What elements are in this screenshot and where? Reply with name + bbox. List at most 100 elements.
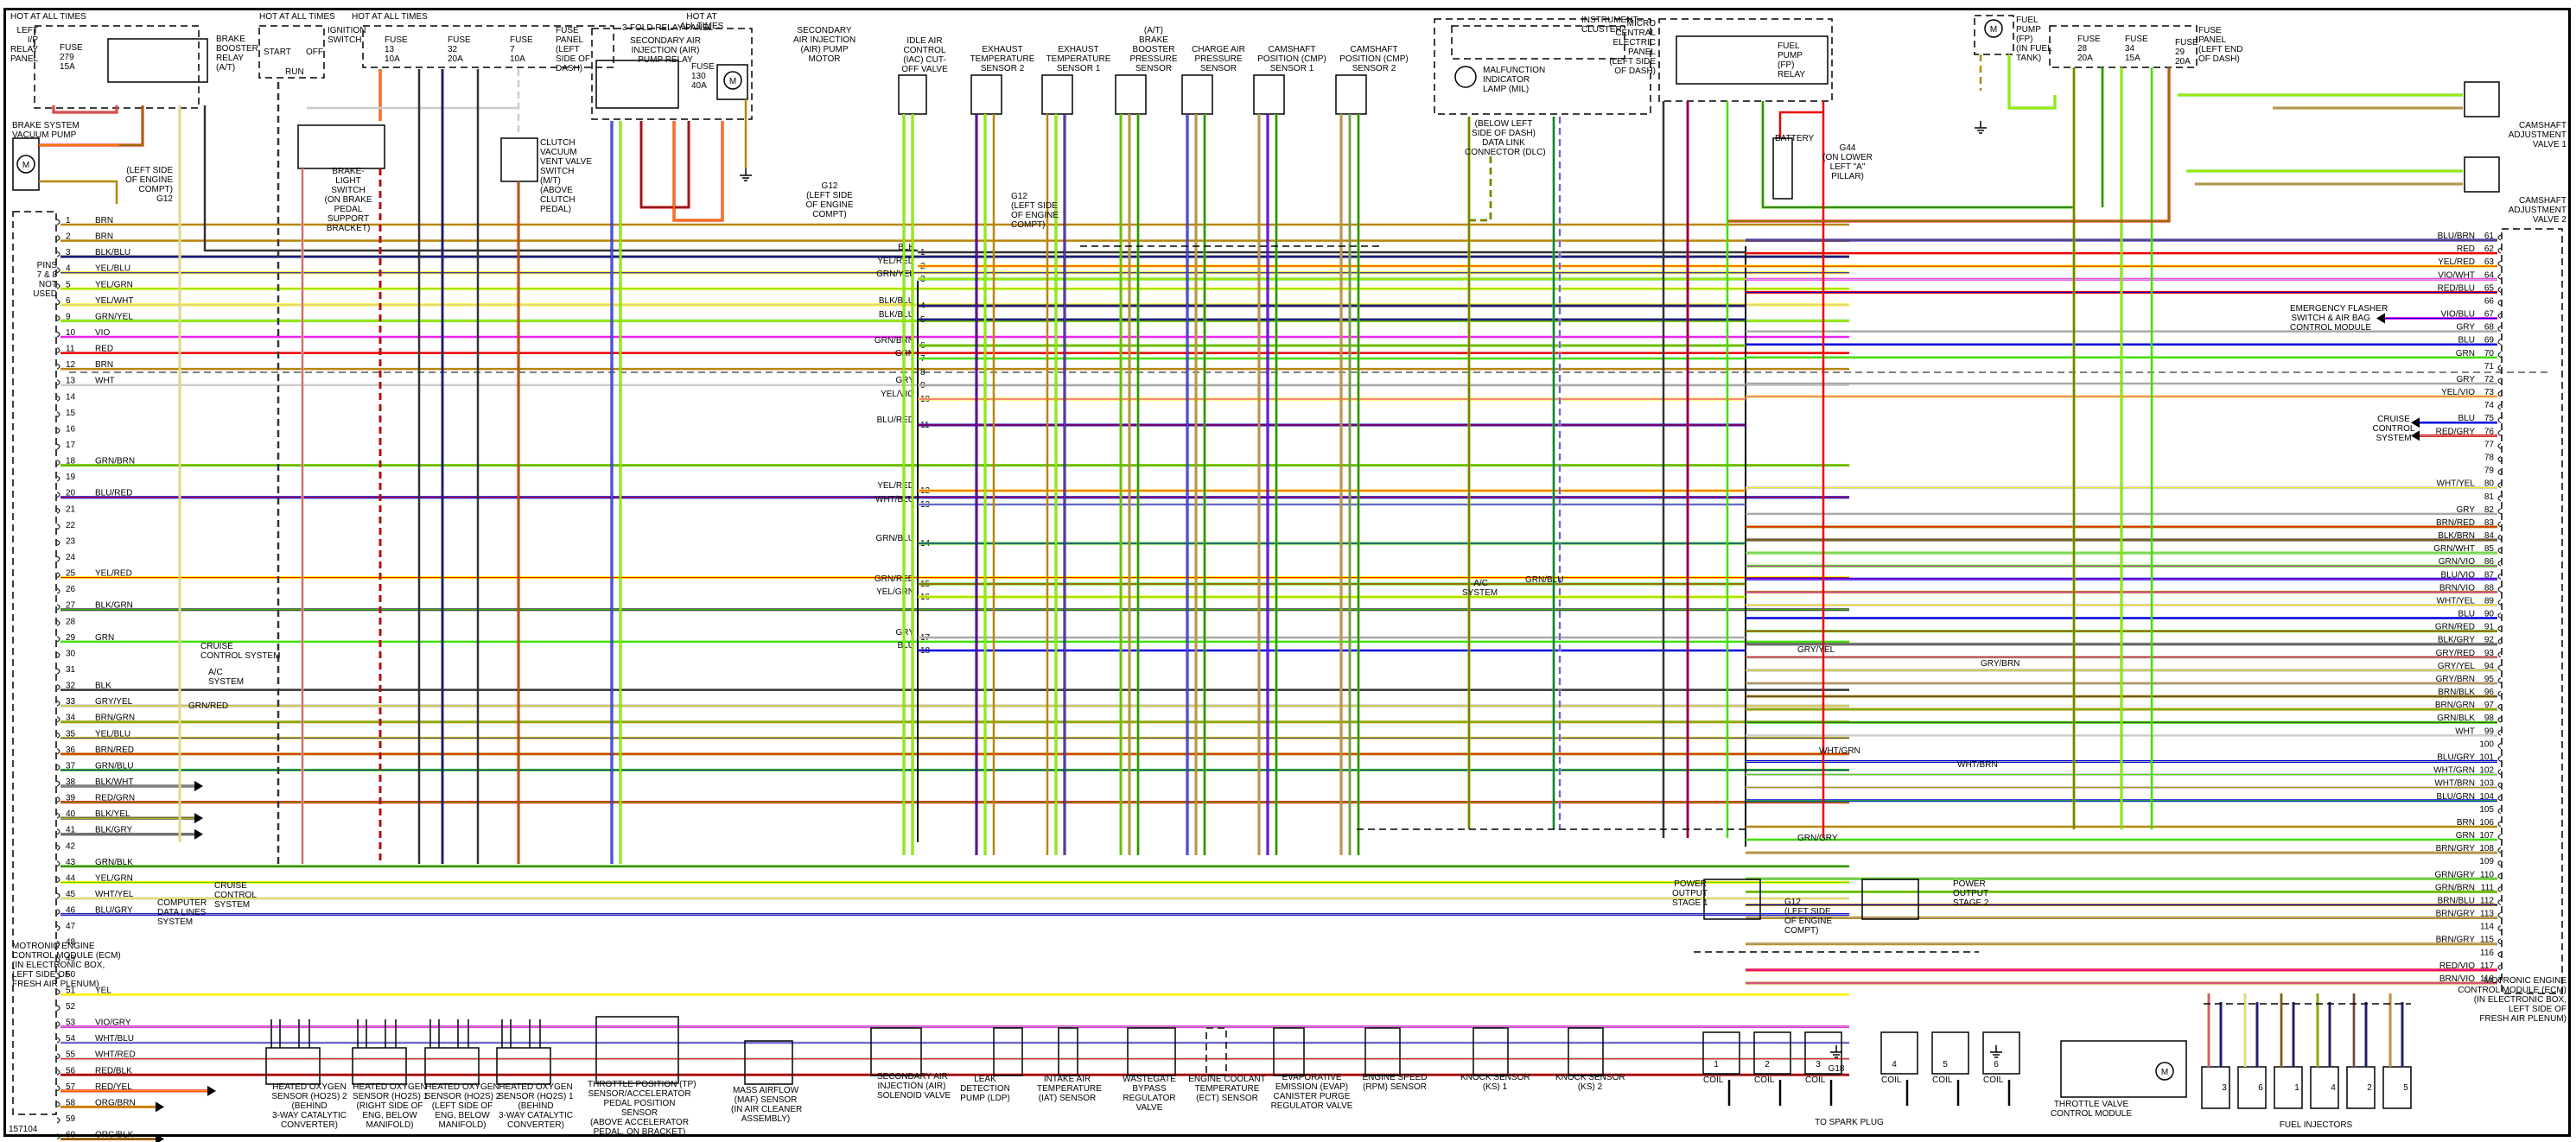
arrow-icon [2376, 313, 2385, 324]
secondary-air-pump-motor-label: SECONDARY AIR INJECTION (AIR) PUMP MOTOR [793, 26, 856, 64]
connector-pin-icon [2497, 377, 2502, 384]
ecm-pin-number: 24 [66, 553, 76, 562]
ecm-pin-number: 5 [66, 280, 71, 289]
ecm-pin-wire-label: RED [95, 345, 113, 354]
connector-pin-icon [56, 555, 60, 562]
ldp-label: LEAK DETECTION PUMP (LDP) [960, 1075, 1010, 1103]
ecm-pin-number: 49 [66, 954, 76, 963]
ecm-pin-number: 41 [66, 826, 76, 835]
ecm-left-housing [12, 211, 57, 1115]
splice-left-wire-label: YEL/RED [877, 481, 914, 491]
injector-number: 3 [2222, 1083, 2227, 1093]
connector-pin-icon [56, 1085, 60, 1092]
connector-pin-icon [56, 1101, 60, 1107]
fuel-pump-motor-icon [1984, 19, 2003, 38]
connector-pin-icon [56, 1117, 60, 1124]
ecm-pin-number: 91 [2484, 623, 2495, 632]
splice-left-wire-label: BLK [898, 243, 914, 252]
ecm-pin-number: 92 [2484, 636, 2495, 645]
ecm-pin-number: 118 [2480, 974, 2494, 984]
fuel-injector-4 [2310, 1066, 2339, 1109]
ecm-pin-number: 101 [2479, 753, 2494, 763]
ecm-pin-number: 20 [66, 489, 76, 498]
ecm-pin-wire-label: BRN/GRY [2436, 936, 2476, 945]
ecm-pin-wire-label: WHT/BLU [95, 1034, 134, 1044]
ecm-pin-number: 111 [2481, 883, 2495, 892]
ignition-off-label: OFF [306, 48, 323, 57]
ecm-pin-wire-label: GRY/BRN [2436, 675, 2475, 684]
ecm-pin-number: 79 [2484, 466, 2495, 476]
ecm-pin-wire-label: ORG/BRN [95, 1098, 136, 1107]
ecm-pin-wire-label: BLU [2458, 610, 2475, 619]
ecm-pin-number: 64 [2484, 270, 2495, 280]
wire-label: WHT/BRN [1957, 760, 1998, 770]
ecm-pin-wire-label: VIO [95, 328, 110, 338]
ecm-pin-number: 27 [66, 601, 76, 611]
brake-vacuum-pump-label: BRAKE SYSTEM VACUUM PUMP [12, 121, 80, 140]
ecm-pin-number: 53 [66, 1018, 76, 1028]
connector-pin-icon [2497, 847, 2502, 853]
splice-left-wire-label: YEL/RED [877, 257, 914, 266]
exhaust-temp-sensor-2 [970, 74, 1002, 115]
ecm-pin-wire-label: WHT [2455, 726, 2475, 736]
brake-light-switch [297, 124, 385, 169]
motor-icon-label: M [1990, 25, 1997, 35]
ect-sensor-label: ENGINE COOLANT TEMPERATURE (ECT) SENSOR [1188, 1075, 1266, 1103]
ecm-pin-number: 38 [66, 777, 76, 787]
splice-left-wire-label: YEL/GRN [876, 587, 914, 597]
wire-label: GRY/BRN [1981, 659, 2020, 669]
connector-pin-icon [56, 1133, 60, 1140]
charge-air-pressure-sensor-label: CHARGE AIR PRESSURE SENSOR [1192, 45, 1245, 73]
connector-pin-icon [2497, 782, 2502, 789]
connector-pin-icon [56, 812, 60, 819]
ecm-pin-wire-label: RED/YEL [95, 1082, 132, 1092]
diagram-id: 157104 [9, 1125, 38, 1134]
wire-grn-yel-fp-tracer [2008, 54, 2056, 109]
ecm-pin-wire-label: WHT/GRN [2433, 766, 2475, 776]
connector-pin-icon [56, 1005, 60, 1012]
cmp-sensor-2-label: CAMSHAFT POSITION (CMP) SENSOR 2 [1339, 45, 1409, 73]
fuse-panel-left-label: FUSE PANEL (LEFT SIDE OF DASH) [556, 26, 591, 73]
ecm-pin-number: 56 [66, 1066, 76, 1075]
ecm-pin-wire-label: BRN [95, 232, 113, 242]
fuel-injector-5 [2382, 1066, 2412, 1109]
ecm-pin-number: 39 [66, 794, 76, 803]
ho2s-2-left-label: HEATED OXYGEN SENSOR (HO2S) 2 (LEFT SIDE… [425, 1082, 501, 1130]
ecm-pin-number: 42 [66, 841, 76, 851]
hot-at-all-times-label: HOT AT ALL TIMES [679, 12, 724, 31]
fuel-injector-3 [2201, 1066, 2230, 1109]
splice-left-wire-label: BLU/RED [877, 416, 914, 425]
fuel-pump-housing [1974, 15, 2014, 55]
ignition-switch-label: IGNITION SWITCH [328, 26, 366, 45]
ecm-pin-number: 32 [66, 682, 76, 691]
motor-icon-label: M [729, 77, 736, 86]
dlc-label: (BELOW LEFT SIDE OF DASH) DATA LINK CONN… [1465, 119, 1546, 157]
connector-pin-icon [2497, 352, 2502, 358]
micro-central-panel-label: MICRO CENTRAL ELECTRIC PANEL (LEFT SIDE … [1609, 19, 1656, 76]
injector-number: 2 [2367, 1083, 2372, 1093]
ecm-pin-number: 109 [2479, 857, 2494, 866]
ecm-pin-number: 14 [66, 392, 76, 402]
connector-pin-icon [56, 973, 60, 980]
connector-pin-icon [56, 299, 60, 306]
connector-pin-icon [56, 844, 60, 851]
fuel-injectors-label: FUEL INJECTORS [2279, 1120, 2353, 1130]
ecm-pin-wire-label: YEL/GRN [95, 280, 133, 289]
ecm-pin-number: 89 [2484, 596, 2495, 606]
evap-valve [1273, 1027, 1305, 1076]
cruise-control-label: CRUISE CONTROL SYSTEM [2372, 415, 2415, 443]
connector-pin-icon [56, 668, 60, 675]
fuse-34-label: FUSE 34 15A [2125, 35, 2148, 63]
ecm-pin-wire-label: BRN/BLK [2438, 688, 2475, 697]
exhaust-temp-sensor-2-label: EXHAUST TEMPERATURE SENSOR 2 [970, 45, 1035, 73]
connector-pin-icon [2497, 664, 2502, 671]
ecm-pin-number: 21 [66, 504, 76, 514]
coil-number: 2 [1765, 1060, 1770, 1069]
exhaust-temp-sensor-1 [1041, 74, 1073, 115]
ecm-pin-number: 54 [66, 1034, 76, 1044]
ignition-run-label: RUN [285, 67, 304, 77]
ecm-pin-number: 94 [2484, 662, 2495, 671]
ecm-pin-number: 87 [2484, 570, 2495, 580]
ecm-pin-number: 15 [66, 409, 76, 418]
arrow-icon [207, 1085, 216, 1096]
